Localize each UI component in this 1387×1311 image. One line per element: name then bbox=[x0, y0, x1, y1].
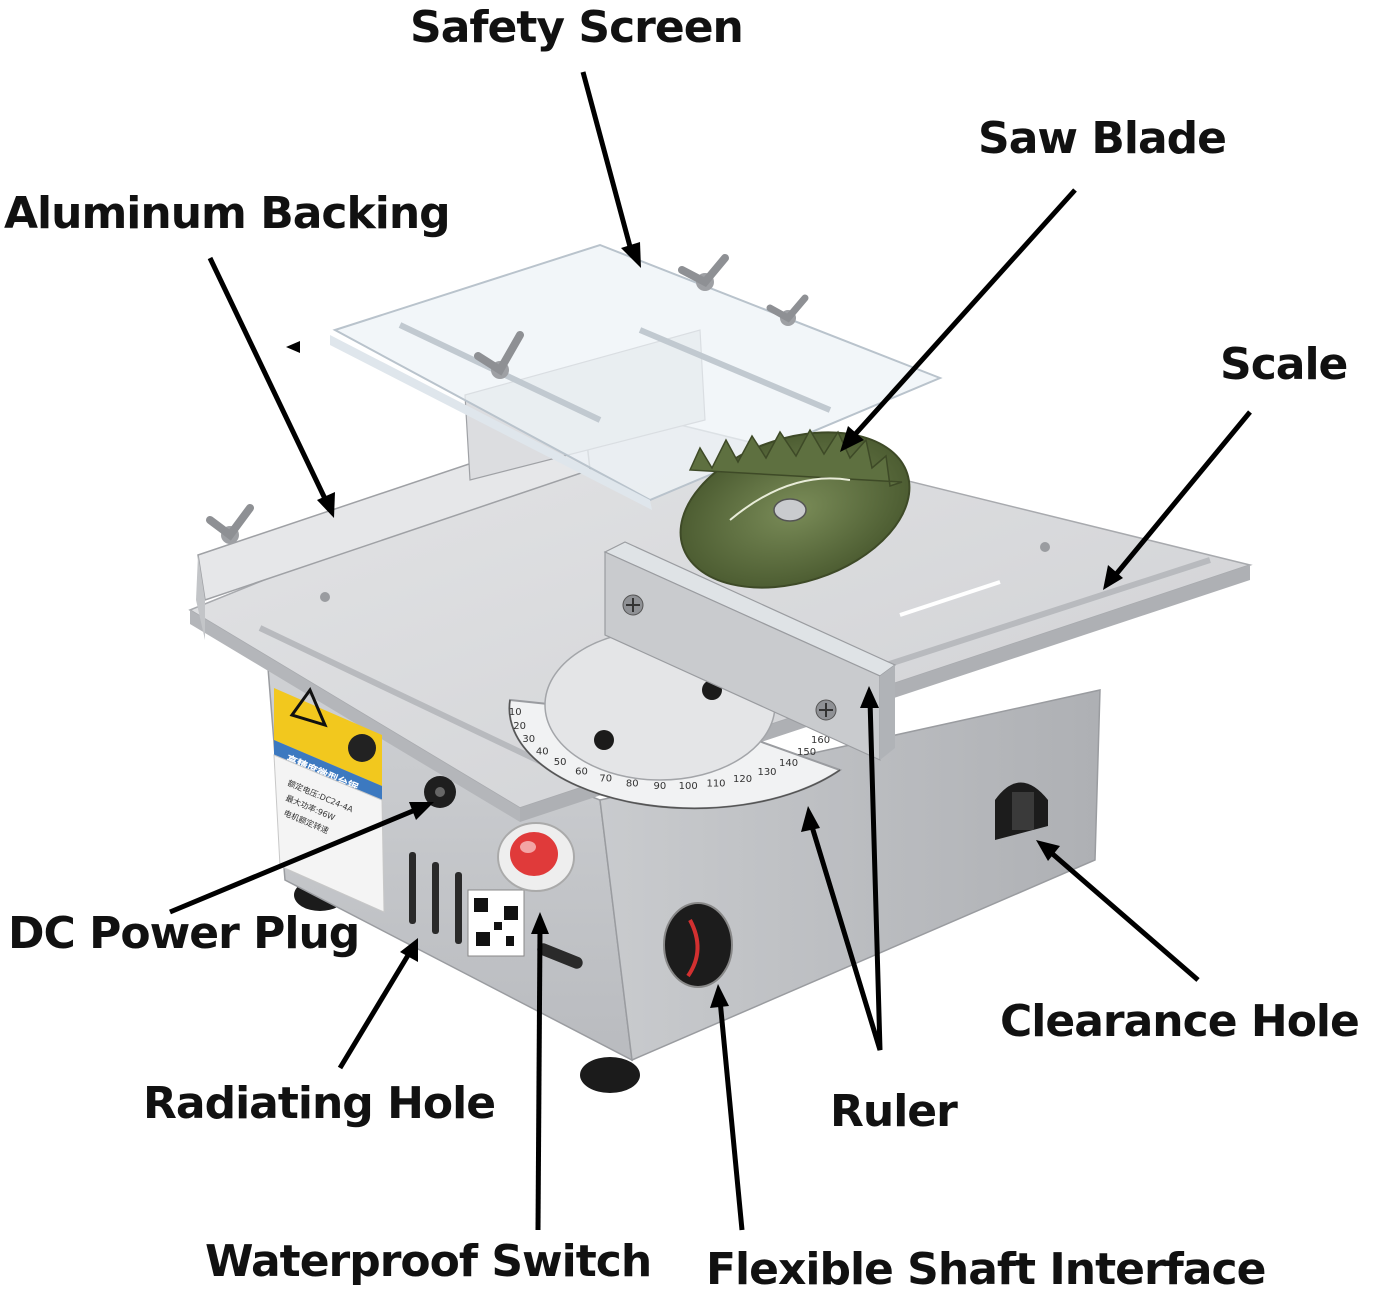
protractor-tick-label: 20 bbox=[513, 721, 526, 732]
protractor-tick-label: 80 bbox=[626, 778, 639, 789]
arrow-scale bbox=[1103, 410, 1252, 590]
label-safety-screen: Safety Screen bbox=[410, 2, 744, 53]
arrow-waterproof-switch bbox=[531, 912, 549, 1231]
arrow-clearance-hole bbox=[1036, 840, 1200, 982]
arrow-saw-blade bbox=[840, 188, 1077, 452]
wing-nut-icon bbox=[766, 294, 809, 326]
arrow-aluminum-backing bbox=[207, 256, 335, 518]
protractor-tick-label: 50 bbox=[554, 757, 567, 768]
protractor-tick-label: 40 bbox=[536, 746, 549, 757]
label-clearance-hole: Clearance Hole bbox=[1000, 996, 1360, 1047]
arrow-safety-screen bbox=[580, 71, 641, 268]
clearance-hole bbox=[995, 782, 1048, 840]
stray-arrowhead-icon bbox=[286, 341, 300, 353]
label-flexible-shaft-interface: Flexible Shaft Interface bbox=[706, 1244, 1266, 1295]
protractor-tick-label: 160 bbox=[811, 735, 830, 746]
protractor-tick-label: 150 bbox=[797, 747, 816, 758]
protractor-tick-label: 130 bbox=[757, 767, 776, 778]
rip-fence-ruler bbox=[603, 541, 897, 761]
protractor-tick-label: 60 bbox=[575, 766, 588, 777]
arrow-dc-power-plug bbox=[169, 802, 434, 915]
radiating-holes bbox=[409, 852, 583, 969]
protractor-tick-label: 70 bbox=[599, 773, 612, 784]
label-waterproof-switch: Waterproof Switch bbox=[205, 1236, 652, 1287]
flexible-shaft-interface bbox=[663, 902, 733, 988]
label-ruler: Ruler bbox=[830, 1086, 958, 1137]
dc-power-plug bbox=[424, 776, 456, 808]
wing-nut-icon bbox=[206, 504, 254, 544]
arrow-flexible-shaft bbox=[710, 984, 745, 1231]
waterproof-switch bbox=[497, 822, 575, 892]
protractor-tick-label: 10 bbox=[509, 707, 522, 718]
protractor-tick-label: 110 bbox=[706, 779, 725, 790]
arrow-radiating-hole bbox=[337, 938, 418, 1070]
protractor-tick-label: 120 bbox=[733, 774, 752, 785]
arrow-ruler bbox=[801, 686, 883, 1051]
qr-code bbox=[467, 889, 525, 957]
saw-blade bbox=[679, 428, 911, 589]
protractor-tick-label: 30 bbox=[522, 734, 535, 745]
protractor-tick-label: 140 bbox=[779, 758, 798, 769]
warning-sticker: 高精度微型台锯 额定电压:DC24-4A 最大功率:96W 电机额定转速 bbox=[273, 686, 385, 913]
wing-nut-icon bbox=[678, 254, 729, 291]
label-radiating-hole: Radiating Hole bbox=[143, 1078, 496, 1129]
label-aluminum-backing: Aluminum Backing bbox=[4, 188, 451, 239]
protractor-tick-label: 90 bbox=[654, 781, 667, 792]
protractor-tick-label: 100 bbox=[679, 781, 698, 792]
label-scale: Scale bbox=[1220, 339, 1348, 390]
label-dc-power-plug: DC Power Plug bbox=[8, 908, 360, 959]
callout-arrows bbox=[169, 71, 1252, 1231]
wing-nut-icon bbox=[474, 331, 524, 379]
label-saw-blade: Saw Blade bbox=[978, 113, 1227, 164]
